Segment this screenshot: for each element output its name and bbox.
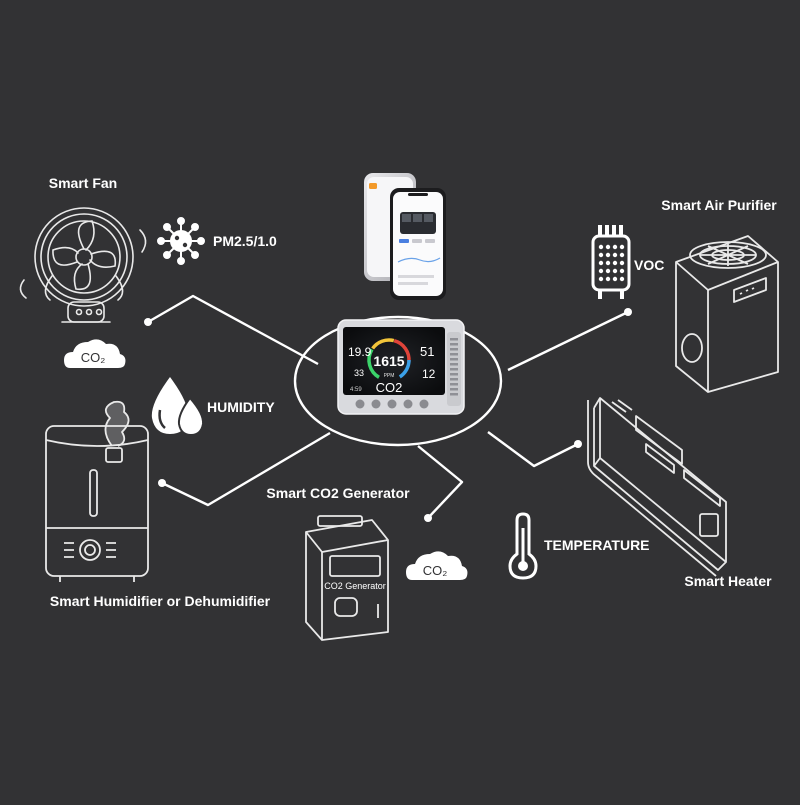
humidity-drops-icon [151,377,205,437]
smart-humidifier-icon [45,400,149,582]
voc-sensor-icon [591,225,631,299]
monitor-buttons [355,399,429,409]
air-quality-monitor: 1615 PPM 19.9 33 51 12 CO2 4:59 [337,319,465,415]
screen-humidity-value: 33 [354,368,364,378]
co2-cloud-left-icon: CO₂ [64,339,126,368]
label-humidity: HUMIDITY [207,399,275,415]
screen-pm25-value: 51 [420,344,434,359]
smart-fan-icon [19,207,147,323]
screen-ppm: PPM [384,373,395,379]
label-smart-fan: Smart Fan [49,175,117,191]
co2-generator-icon [305,515,389,641]
thermometer-icon [508,512,538,580]
line-humidifier [161,431,331,507]
label-voc: VOC [634,257,664,273]
screen-co2-value: 1615 [373,353,404,369]
line-fan [147,294,319,366]
monitor-screen [343,327,445,395]
dot-humidifier [158,479,166,487]
screen-co2-label: CO2 [376,380,403,395]
line-purifier [507,310,629,372]
line-co2-generator [417,445,464,519]
line-heater [487,431,579,468]
particle-matter-icon [157,217,205,265]
label-smart-co2-generator: Smart CO2 Generator [266,485,410,501]
dot-fan [144,318,152,326]
screen-temp-value: 19.9 [348,345,372,359]
smartphone-app-icon [364,173,446,300]
label-smart-air-purifier: Smart Air Purifier [661,197,777,213]
label-smart-humidifier: Smart Humidifier or Dehumidifier [50,593,271,609]
label-temperature: TEMPERATURE [544,537,650,553]
label-pm: PM2.5/1.0 [213,233,277,249]
screen-pm10-value: 12 [422,367,436,381]
label-smart-heater: Smart Heater [684,573,772,589]
hub-ellipse [293,315,503,447]
dot-purifier [624,308,632,316]
dot-co2-generator [424,514,432,522]
co2-cloud-right-icon: CO₂ [406,551,468,580]
smart-heater-icon [587,397,727,577]
smart-air-purifier-icon [675,235,779,393]
co2-cloud-left-label: CO₂ [81,350,106,365]
connection-lines [147,294,629,519]
co2-cloud-right-label: CO₂ [423,563,448,578]
connection-dots [144,308,632,522]
dot-heater [574,440,582,448]
co2-generator-device-label: CO2 Generator [324,581,386,591]
screen-clock: 4:59 [350,387,362,393]
